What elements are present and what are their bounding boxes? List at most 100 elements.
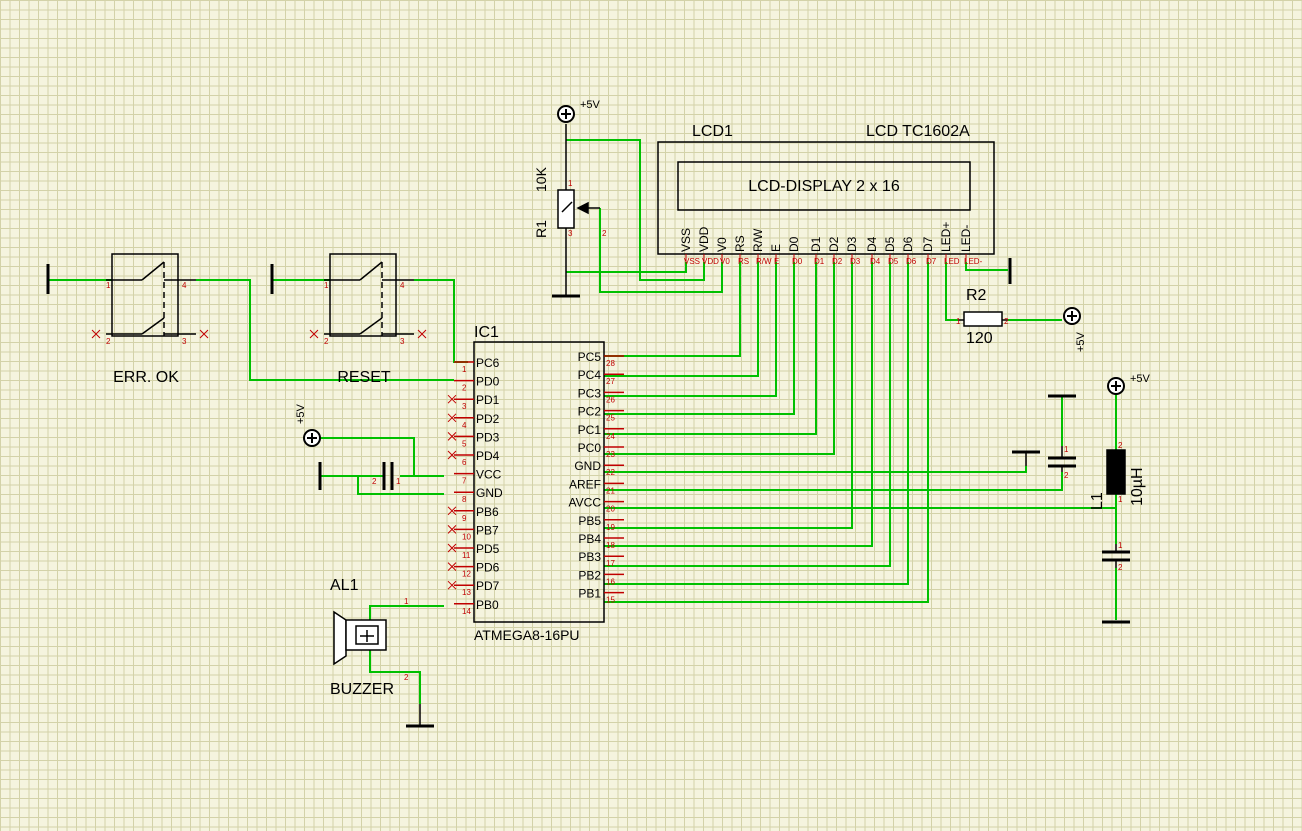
ic1-right-num-2: 26 [606, 395, 615, 404]
ic1-left-num-8: 9 [462, 514, 467, 523]
inductor-ref: L1 [1089, 492, 1106, 510]
ic1-left-num-3: 4 [462, 421, 467, 430]
lcd-pin-8: D2 [827, 236, 841, 252]
lcd-pin-12: D6 [901, 236, 915, 252]
lcd-pin-num-8: D2 [832, 257, 843, 266]
lcd-pin-3: RS [733, 235, 747, 252]
ground-symbols [46, 258, 1130, 728]
ic1-right-num-3: 25 [606, 414, 615, 423]
ic1-right-name-8: AVCC [569, 496, 602, 510]
r2-ref: R2 [966, 287, 987, 304]
ic1-left-num-12: 13 [462, 588, 471, 597]
switch-1-pin-2: 2 [324, 337, 329, 346]
ic1-left-name-3: PD2 [476, 412, 500, 426]
lcd-pin-num-9: D3 [850, 257, 861, 266]
cap3-pin-2: 2 [372, 477, 377, 486]
buzzer-ref: AL1 [330, 577, 359, 594]
buzzer-label: BUZZER [330, 681, 394, 698]
plus5v-supply-1: +5V [1063, 307, 1087, 352]
ic1-left-num-0: 1 [462, 365, 467, 374]
capacitors [382, 446, 1130, 568]
ic1-left-name-13: PB0 [476, 598, 499, 612]
ic1-right-num-5: 23 [606, 450, 615, 459]
ic1-left-num-6: 7 [462, 477, 467, 486]
ic1-right-name-1: PC4 [578, 368, 602, 382]
ic1-part: ATMEGA8-16PU [474, 627, 580, 643]
ic1-left-name-10: PD5 [476, 542, 500, 556]
lcd-ref: LCD1 [692, 123, 733, 140]
ic1-right-name-10: PB4 [578, 532, 601, 546]
r1-pin-3: 3 [568, 229, 573, 238]
ic1-right-name-6: GND [574, 459, 601, 473]
lcd-pin-num-1: VDD [702, 257, 719, 266]
switch-0-pin-3: 3 [182, 337, 187, 346]
lcd-model: LCD TC1602A [866, 123, 970, 140]
lcd-display-text: LCD-DISPLAY 2 x 16 [748, 178, 900, 195]
cap3-pin-1: 1 [396, 477, 401, 486]
ic1-right-name-12: PB2 [578, 568, 601, 582]
ic1-left-name-0: PC6 [476, 356, 500, 370]
plus5v-supply-3: +5V [295, 403, 321, 447]
ic1-left-name-9: PB7 [476, 523, 499, 537]
switch-1-pin-3: 3 [400, 337, 405, 346]
lcd-pin-num-15: LED- [964, 257, 983, 266]
ic1-left-num-5: 6 [462, 458, 467, 467]
ic1-left-name-8: PB6 [476, 505, 499, 519]
resistor-r2 [958, 311, 1008, 327]
switch-1-pin-1: 1 [324, 281, 329, 290]
lcd-pin-num-7: D1 [814, 257, 825, 266]
ic1-right-name-11: PB3 [578, 550, 601, 564]
ic1-right-num-11: 17 [606, 559, 615, 568]
lcd-pin-14: LED+ [939, 222, 953, 252]
switch-0-label: ERR. OK [113, 369, 179, 386]
lcd-pin-2: V0 [715, 237, 729, 252]
buzzer-pin-2: 2 [404, 673, 409, 682]
plus5v-supply-0: +5V [557, 99, 601, 123]
lcd-pin-0: VSS [679, 228, 693, 252]
ic1-left-num-9: 10 [462, 532, 471, 541]
lcd-pin-13: D7 [921, 236, 935, 252]
plus5v-label-3: +5V [295, 403, 307, 424]
cap1-pin-1: 1 [1064, 445, 1069, 454]
plus5v-label-1: +5V [1075, 331, 1087, 352]
cap2-pin-2: 2 [1118, 563, 1123, 572]
ic1-left-num-13: 14 [462, 607, 471, 616]
lcd-pin-num-10: D4 [870, 257, 881, 266]
switch-0-pin-4: 4 [182, 281, 187, 290]
lcd-pin-11: D5 [883, 236, 897, 252]
lcd-module: LCD-DISPLAY 2 x 16 LCD1 LCD TC1602A VSS V… [657, 123, 995, 266]
buzzer-pin-1: 1 [404, 597, 409, 606]
ic1-right-name-5: PC0 [578, 441, 602, 455]
ic1-right-name-2: PC3 [578, 386, 602, 400]
potentiometer-r1 [552, 124, 600, 298]
ic1-left-name-12: PD7 [476, 579, 500, 593]
lcd-pin-num-14: LED [944, 257, 960, 266]
ic1-left-name-7: GND [476, 486, 503, 500]
lcd-pin-num-6: D0 [792, 257, 803, 266]
cap1-pin-2: 2 [1064, 471, 1069, 480]
r2-pin-2: 2 [1004, 317, 1009, 326]
ic1-left-num-4: 5 [462, 439, 467, 448]
lcd-pin-num-2: V0 [720, 257, 730, 266]
lcd-pin-7: D1 [809, 236, 823, 252]
ic1-right-num-0: 28 [606, 359, 615, 368]
ic1-left-name-6: VCC [476, 468, 502, 482]
lcd-pin-10: D4 [865, 236, 879, 252]
plus5v-label-0: +5V [580, 99, 601, 111]
lcd-pin-5: E [769, 244, 783, 252]
ic1-right-num-6: 22 [606, 468, 615, 477]
plus5v-label-2: +5V [1130, 373, 1151, 385]
ic1-left-name-1: PD0 [476, 375, 500, 389]
inductor-pin-1: 1 [1118, 495, 1123, 504]
inductor-value: 10µH [1129, 467, 1146, 506]
ic1-right-pins: 28PC527PC426PC325PC224PC123PC022GND21ARE… [569, 350, 624, 605]
lcd-pin-num-5: E [774, 257, 779, 266]
switch-1-pin-4: 4 [400, 281, 405, 290]
